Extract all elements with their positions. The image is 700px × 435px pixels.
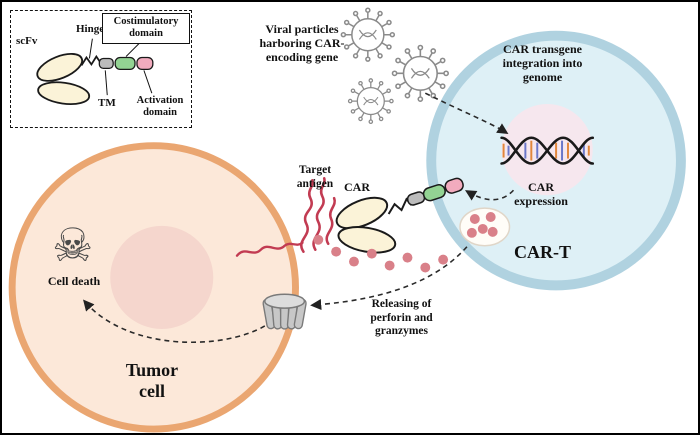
skull-icon: ☠ — [52, 218, 94, 272]
virus-icon — [391, 44, 449, 102]
tumor-nucleus — [110, 225, 214, 329]
legend-scfv-label: scFv — [16, 35, 38, 47]
car-transgene-label: CAR transgene integration into genome — [502, 42, 583, 85]
legend-car-structure — [36, 38, 154, 105]
cell-death-label: Cell death — [47, 274, 101, 288]
car-label: CAR — [344, 180, 370, 194]
dna-helix-icon — [500, 136, 595, 165]
virus-icon — [347, 78, 394, 124]
perforin-pore-icon — [262, 293, 307, 330]
car-receptor — [335, 177, 464, 254]
car-expression-label: CAR expression — [514, 180, 568, 209]
car-t-cell-label: CAR-T — [514, 242, 571, 262]
granzyme-dots — [313, 234, 449, 273]
viral-particles-label: Viral particles harboring CAR-encoding g… — [259, 22, 345, 65]
vesicle-icon — [459, 207, 511, 247]
arrow-vesicle-to-pore — [310, 246, 468, 311]
tumor-cell-label: Tumor cell — [125, 360, 179, 402]
legend-activation-label: Activation domain — [136, 95, 184, 119]
releasing-label: Releasing of perforin and granzymes — [370, 298, 433, 338]
arrow-expression-to-receptor — [465, 189, 515, 201]
arrow-virus-to-genome — [424, 92, 509, 134]
legend-tm-label: TM — [98, 97, 116, 109]
legend-costimulatory-label: Costimulatory domain — [102, 13, 190, 44]
legend-hinge-label: Hinge — [76, 23, 105, 35]
arrow-pore-to-cell-death — [83, 299, 266, 344]
target-antigen-label: Target antigen — [296, 164, 334, 190]
